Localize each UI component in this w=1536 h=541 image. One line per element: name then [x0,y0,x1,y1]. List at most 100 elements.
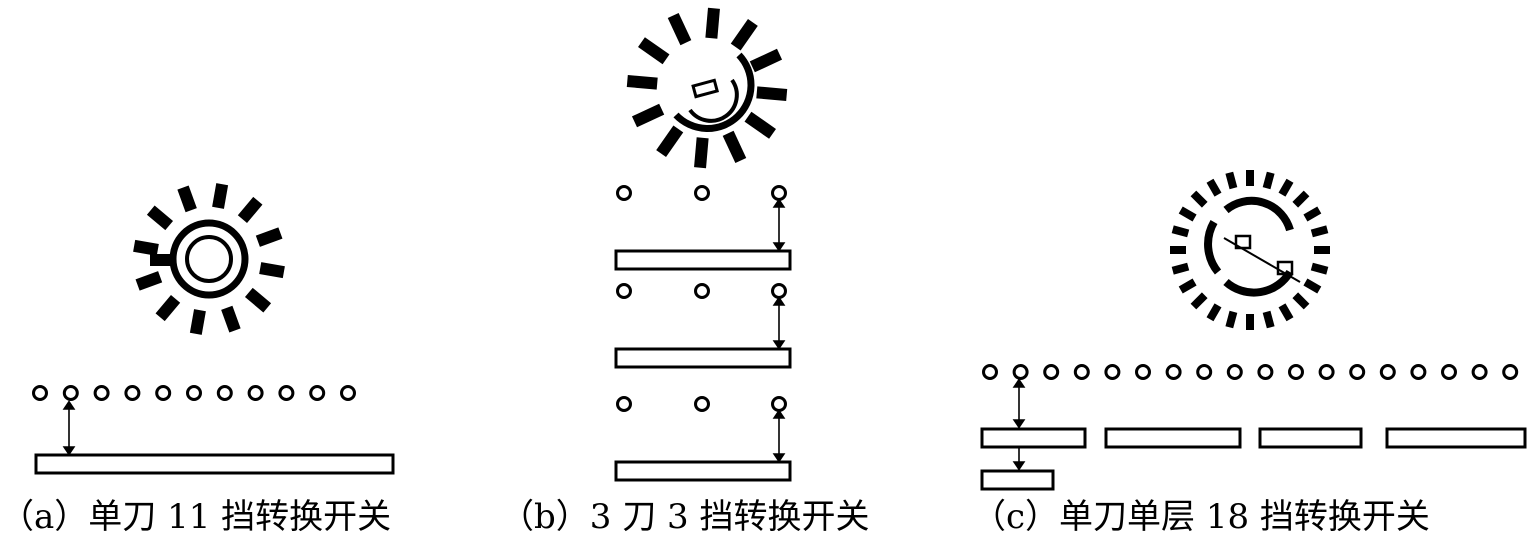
panel-b-terminal [616,185,632,201]
panel-a-contact-blade [244,287,272,313]
panel-a-contact-blade [155,294,181,322]
panel-c-rotor-arc-left [1204,219,1222,275]
panel-c-contact-blade [1225,171,1238,190]
panel-c-contact-bar-4 [1385,427,1527,449]
panel-c-terminal [1165,364,1182,380]
panel-c-contact-blade [1278,303,1294,322]
panel-b-contact-blade [722,130,747,164]
panel-c-wafer-contacts [1170,170,1330,330]
panel-c-terminal [1104,364,1121,380]
panel-a-wafer-drawing [133,183,285,335]
panel-c-contact-blade [1206,178,1222,197]
panel-b-contact-blade [730,19,758,51]
panel-c-contact-blade [1206,303,1222,322]
panel-a-terminal [340,385,356,401]
panel-b-contact-blade [626,75,658,90]
panel-c-rotor-key [1234,234,1252,250]
panel-a-rotor-ring [169,219,249,299]
panel-c-terminal [1349,364,1366,380]
panel-b-terminal [694,396,710,412]
caption-c: （c）单刀单层 18 挡转换开关 [972,497,1430,537]
panel-a-contact-blade [133,239,159,256]
panel-c-rotor-arc-bottom [1223,269,1294,297]
panel-a-contact-blade [255,227,283,247]
panel-a-contact-blade [221,305,241,333]
panel-c-contact-blade [1178,206,1197,222]
panel-c-terminal [1196,364,1213,380]
panel-b-contact-blade [667,12,692,46]
panel-c-terminal [1288,364,1304,380]
panel-b-contact-terminals [616,185,787,412]
panel-c-contact-bar-2 [1104,427,1242,449]
panel-c-terminal [1471,364,1488,380]
panel-c-terminal [1379,364,1396,380]
panel-a-wafer-contacts [133,183,285,335]
panel-b-contact-blade [656,125,684,157]
panel-c-terminal [1441,364,1457,380]
panel-c-contact-blade [1225,310,1238,329]
panel-c-terminal [1257,364,1274,380]
panel-a-contact-blade [189,309,206,335]
panel-b-contact-bar [614,460,792,482]
panel-a-terminal [155,385,172,401]
panel-a-terminal [32,385,48,401]
panel-c-wafer-drawing [1170,170,1330,330]
panel-a-terminal [247,385,264,401]
panel-b-rotor-slot [691,78,720,99]
panel-c-terminal [982,364,998,380]
panel-b-contact-blade [744,111,776,139]
panel-a-contact-blade [146,205,174,231]
panel-b-contact-blade [638,37,670,65]
panel-b-terminal [694,185,710,201]
panel-c-contact-blade [1310,225,1329,238]
panel-b-terminal [771,185,787,201]
panel-a-rotor-tab [150,254,176,266]
panel-c-contact-blade [1171,262,1190,275]
panel-a-contact-terminals [32,385,356,401]
panel-c-contact-bar-3 [1258,427,1363,449]
panel-c-rotor-key-2 [1276,260,1294,276]
panel-b-contact-bars [614,249,792,482]
panel-a-terminal [278,385,295,401]
panel-c-terminal [1135,364,1151,380]
panel-c-contact-bar-1 [980,427,1087,449]
panel-c-contact-blade [1171,225,1190,238]
panel-c-contact-blade [1178,278,1197,294]
panel-c-single-pole-single-deck-18-position [980,170,1527,491]
panel-a-contact-blade [237,196,263,224]
panel-c-contact-blade [1310,262,1329,275]
panel-c-contact-terminals [982,364,1519,380]
panel-a-contact-blade [177,185,197,213]
panel-c-contact-blade [1262,171,1275,190]
panel-b-terminal [771,283,787,299]
panel-c-contact-blade [1190,190,1208,208]
panel-a-contact-blade [135,271,163,291]
caption-b: （b）3 刀 3 挡转换开关 [500,497,870,537]
panel-c-contact-blade [1292,292,1310,310]
panel-c-common-bar [980,469,1055,491]
panel-b-terminal [616,283,632,299]
panel-c-terminal [1226,364,1243,380]
panel-b-contact-blade [756,86,788,101]
panel-c-rotor-arc-top [1223,196,1294,232]
panel-b-rotor-arc-inner [688,78,739,123]
panel-a-terminal [216,385,233,401]
panel-c-contact-blade [1303,206,1322,222]
panel-c-contact-blade [1190,292,1208,310]
panel-b-rotor-arc [673,52,755,132]
panel-b-contact-bar [614,249,792,271]
panel-c-terminal [1043,364,1060,380]
panel-b-contact-bar [614,347,792,369]
panel-a-single-pole-11-position [32,183,395,475]
panel-b-contact-blade [694,137,709,169]
panel-a-contact-bar [34,453,395,475]
panel-b-wafer-drawing [626,7,788,169]
panel-c-contact-blade [1278,178,1294,197]
panel-b-three-pole-3-position [614,7,792,482]
panel-b-terminal [694,283,710,299]
caption-a: （a）单刀 11 挡转换开关 [0,497,392,537]
panel-c-contact-blade [1303,278,1322,294]
panel-a-terminal [186,385,202,401]
panel-b-contact-blade [705,7,720,39]
